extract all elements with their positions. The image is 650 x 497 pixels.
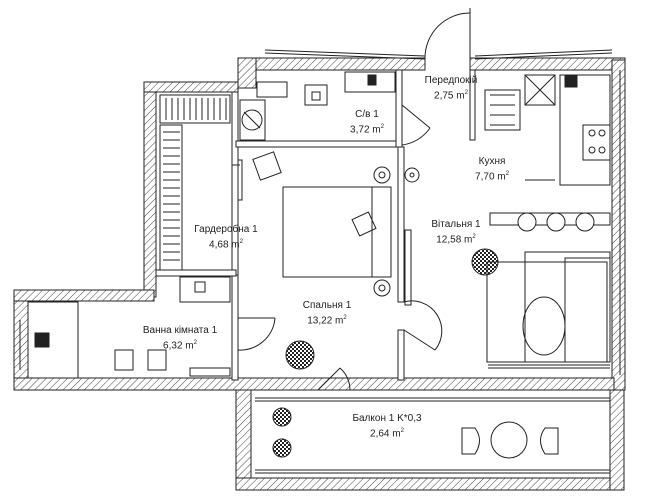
living-furniture (404, 229, 611, 363)
windows (19, 49, 621, 474)
room-label-balcony: Балкон 1 K*0,3 2,64 m2 (352, 413, 422, 440)
doors (232, 8, 471, 391)
outer-walls (13, 57, 626, 491)
room-label-wc: С/в 1 3,72 m2 (350, 109, 384, 136)
wardrobe-rail (159, 94, 231, 271)
room-label-bedroom: Спальня 1 13,22 m2 (302, 300, 352, 327)
kitchen-furniture (484, 74, 611, 232)
room-label-kitchen: Кухня 7,70 m2 (475, 156, 509, 183)
room-label-bathroom: Ванна кімната 1 6,32 m2 (142, 325, 218, 352)
bedroom-furniture (237, 151, 420, 370)
room-label-hallway: Передпокій 2,75 m2 (424, 75, 478, 102)
bathroom-fixtures (27, 276, 231, 379)
inner-walls (155, 69, 476, 381)
room-label-living: Вітальня 1 12,58 m2 (431, 219, 481, 246)
balcony-furniture (272, 407, 559, 459)
room-label-wardrobe: Гардеробна 1 4,68 m2 (194, 224, 258, 251)
wc-fixtures (239, 71, 396, 141)
